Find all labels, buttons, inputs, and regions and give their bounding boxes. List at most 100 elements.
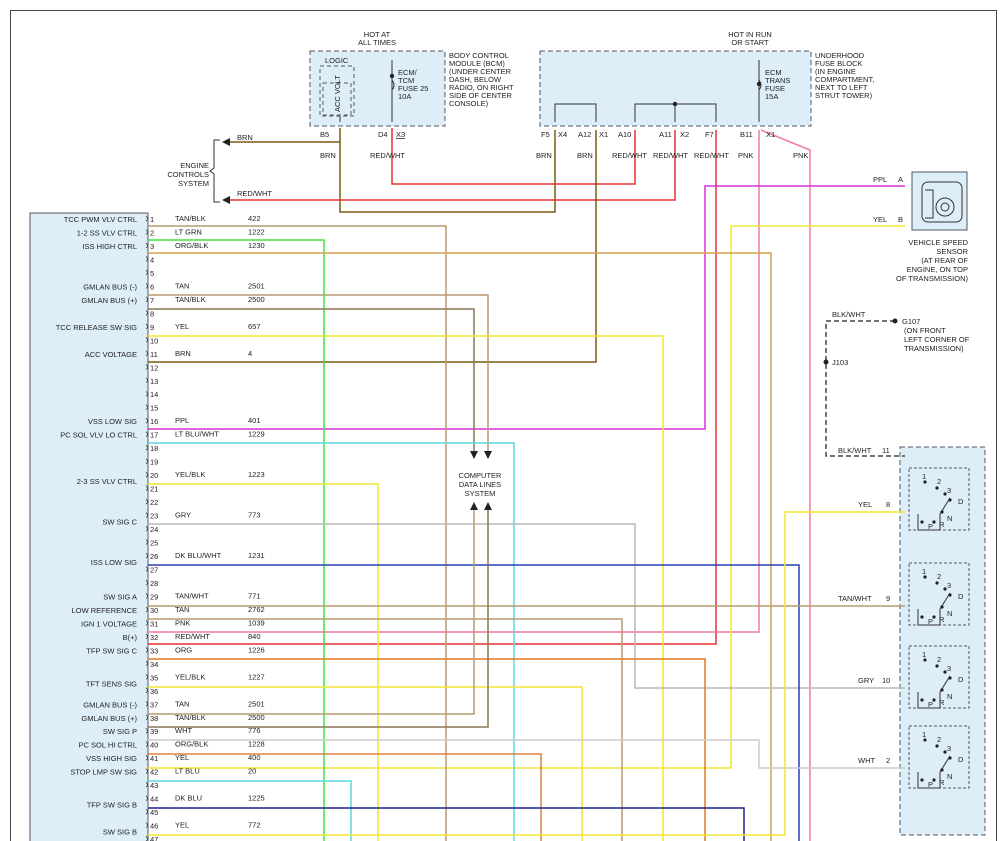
- wire-yel-772: [148, 511, 905, 836]
- arrows: [222, 138, 492, 510]
- pin-number: 45: [150, 808, 158, 817]
- fb-fuse-2: TRANS: [765, 76, 790, 85]
- bcm-desc-6: SIDE OF CENTER: [449, 91, 513, 100]
- circuit-number: 400: [248, 753, 261, 762]
- pin-number: 41: [150, 754, 158, 763]
- vss-wire-yel: YEL: [873, 215, 887, 224]
- connector-tick: [145, 485, 148, 491]
- acc-volt-label: ACC VOLT: [333, 75, 342, 112]
- circuit-number: 1227: [248, 672, 265, 681]
- module-signal-label: SW SIG A: [103, 592, 137, 601]
- bcm-wire-redwht: RED/WHT: [370, 151, 405, 160]
- range-position: N: [947, 609, 952, 618]
- circuit-number: 1228: [248, 740, 265, 749]
- range-position: 2: [937, 477, 941, 486]
- circuit-number: 1226: [248, 645, 265, 654]
- pin-number: 10: [150, 336, 158, 345]
- rs-wire-yel: YEL: [858, 500, 872, 509]
- fb-pin-a12: A12: [578, 130, 591, 139]
- fb-wire-redwht-3: RED/WHT: [694, 151, 729, 160]
- module-signal-label: TFP SW SIG C: [86, 646, 137, 655]
- pin-number: 32: [150, 633, 158, 642]
- circuit-number: 840: [248, 632, 261, 641]
- range-position: P: [928, 780, 933, 789]
- pin-number: 28: [150, 579, 158, 588]
- connector-tick: [145, 444, 148, 451]
- module-signal-label: 1-2 SS VLV CTRL: [77, 228, 137, 237]
- connector-tick: [145, 350, 148, 357]
- wire-color-label: TAN: [175, 281, 189, 290]
- wire-color-label: DK BLU: [175, 794, 202, 803]
- bcm-desc-1: BODY CONTROL: [449, 51, 509, 60]
- bcm-desc-3: (UNDER CENTER: [449, 67, 512, 76]
- module-signal-label: SW SIG B: [103, 828, 137, 837]
- vss-pin-b: B: [898, 215, 903, 224]
- fb-desc-2: FUSE BLOCK: [815, 59, 863, 68]
- pin-number: 1: [150, 215, 154, 224]
- vss-wire-ppl: PPL: [873, 175, 887, 184]
- module-pin-numbers: 1234567891011121314151617181920212223242…: [145, 215, 158, 841]
- pin-number: 40: [150, 741, 158, 750]
- arrow-data-down-2: [484, 451, 492, 459]
- pin-number: 22: [150, 498, 158, 507]
- range-position: P: [928, 617, 933, 626]
- wire-yel-657: [148, 335, 664, 841]
- vss-label-1: VEHICLE SPEED: [908, 238, 968, 247]
- range-position: 2: [937, 735, 941, 744]
- pin-number: 18: [150, 444, 158, 453]
- bcm-fuse-1: ECM/: [398, 68, 418, 77]
- module-signal-label: TFT SENS SIG: [86, 679, 137, 688]
- fb-desc-4: COMPARTMENT,: [815, 75, 874, 84]
- pin-number: 42: [150, 768, 158, 777]
- module-signal-label: ISS HIGH CTRL: [82, 242, 137, 251]
- connector-tick: [145, 471, 148, 478]
- logic-label: LOGIC: [325, 56, 349, 65]
- connector-tick: [145, 674, 148, 680]
- wire-brn-bcm-loop: [339, 130, 556, 213]
- rs-pin-10: 10: [882, 676, 890, 685]
- circuit-number: 401: [248, 416, 261, 425]
- pin-number: 3: [150, 242, 154, 251]
- range-position: N: [947, 692, 952, 701]
- range-position: P: [928, 522, 933, 531]
- wire-redwht-engine-controls: [225, 130, 676, 201]
- wire-color-label: BRN: [175, 349, 191, 358]
- wire-color-label: PNK: [175, 618, 190, 627]
- wire-color-label: YEL/BLK: [175, 672, 205, 681]
- range-position: 3: [947, 581, 951, 590]
- wire-orgblk-1228: [148, 753, 542, 841]
- connector-tick: [145, 552, 148, 559]
- wire-color-label: YEL: [175, 753, 189, 762]
- module-signal-label: PC SOL VLV LO CTRL: [60, 431, 137, 440]
- module-signal-label: ISS LOW SIG: [91, 558, 137, 567]
- circuit-number: 657: [248, 322, 261, 331]
- pin-number: 37: [150, 700, 158, 709]
- fb-desc-5: NEXT TO LEFT: [815, 83, 868, 92]
- range-position: 3: [947, 486, 951, 495]
- wire-tanblk-2500-b: [148, 505, 489, 728]
- rs-pin-8: 8: [886, 500, 890, 509]
- fb-conn-x1b: X1: [766, 130, 775, 139]
- wire-color-label: TAN: [175, 605, 189, 614]
- connector-tick: [145, 687, 148, 694]
- wire-color-label: LT GRN: [175, 227, 202, 236]
- wire-color-label: ORG/BLK: [175, 241, 208, 250]
- bcm-fuse-2: TCM: [398, 76, 414, 85]
- wire-ltgrn-1222: [148, 239, 325, 841]
- module-signal-label: GMLAN BUS (+): [81, 714, 137, 723]
- wire-color-label: YEL: [175, 821, 189, 830]
- wire-brn-acc-voltage: [148, 130, 597, 363]
- connector-tick: [145, 539, 148, 545]
- wire-color-label: TAN/WHT: [175, 591, 209, 600]
- pin-number: 34: [150, 660, 158, 669]
- data-lines-3: SYSTEM: [465, 489, 496, 498]
- vss-sensor-symbol: [921, 181, 963, 223]
- pin-number: 24: [150, 525, 158, 534]
- fb-desc-3: (IN ENGINE: [815, 67, 856, 76]
- engine-controls-2: CONTROLS: [167, 170, 209, 179]
- connector-tick: [145, 566, 148, 572]
- connector-tick: [145, 754, 148, 761]
- module-signal-label: ACC VOLTAGE: [85, 350, 137, 359]
